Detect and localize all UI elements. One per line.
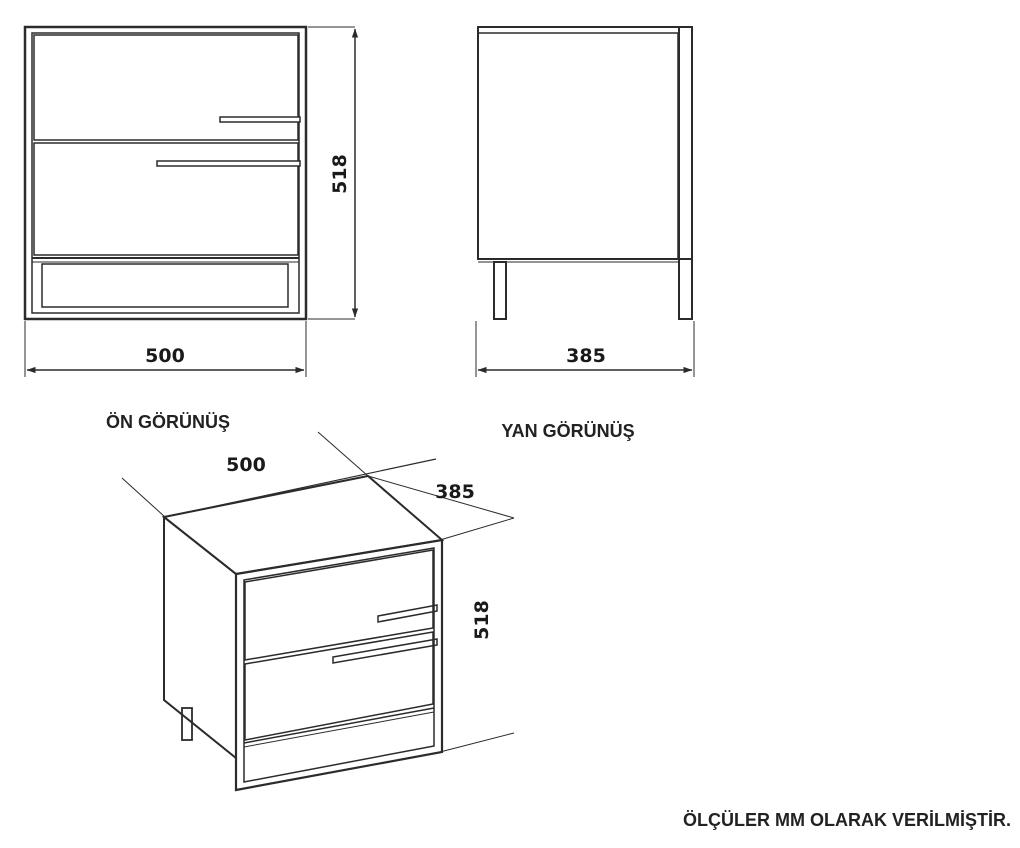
front-view-caption: ÖN GÖRÜNÜŞ [106,412,230,432]
iso-back-leg [181,707,193,741]
isometric-view: 500 385 518 [121,431,515,792]
iso-extension-lines [121,431,515,753]
front-height-dimension: 518 [308,26,359,320]
iso-top-surface [161,474,445,576]
side-body [477,26,693,263]
side-back-leg [493,261,507,320]
side-view: 385 YAN GÖRÜNÜŞ [475,26,695,441]
iso-width-label: 500 [226,454,266,476]
front-open-shelf [32,257,299,308]
iso-lower-handle [332,638,438,664]
side-depth-label: 385 [566,345,606,367]
front-height-label: 518 [329,154,351,194]
iso-upper-drawer [244,549,438,661]
front-width-label: 500 [145,345,185,367]
front-width-dimension: 500 [24,321,307,377]
front-lower-drawer [33,142,301,256]
iso-open-shelf [243,707,435,748]
lower-drawer-handle [156,160,301,167]
iso-front-frame [234,538,444,792]
front-upper-drawer [33,34,301,141]
side-depth-dimension: 385 [475,321,695,377]
upper-drawer-handle [219,116,301,123]
iso-height-label: 518 [471,600,493,640]
iso-side-panel [163,514,237,761]
dimensions-footnote: ÖLÇÜLER MM OLARAK VERİLMİŞTİR. [683,810,1011,830]
iso-upper-handle [377,604,438,623]
side-view-caption: YAN GÖRÜNÜŞ [501,421,634,441]
iso-lower-drawer [244,631,438,741]
front-view-outer-frame [23,25,308,321]
iso-depth-label: 385 [435,481,475,503]
side-front-panel [678,26,693,320]
front-view: 518 500 ÖN GÖRÜNÜŞ [23,25,359,432]
